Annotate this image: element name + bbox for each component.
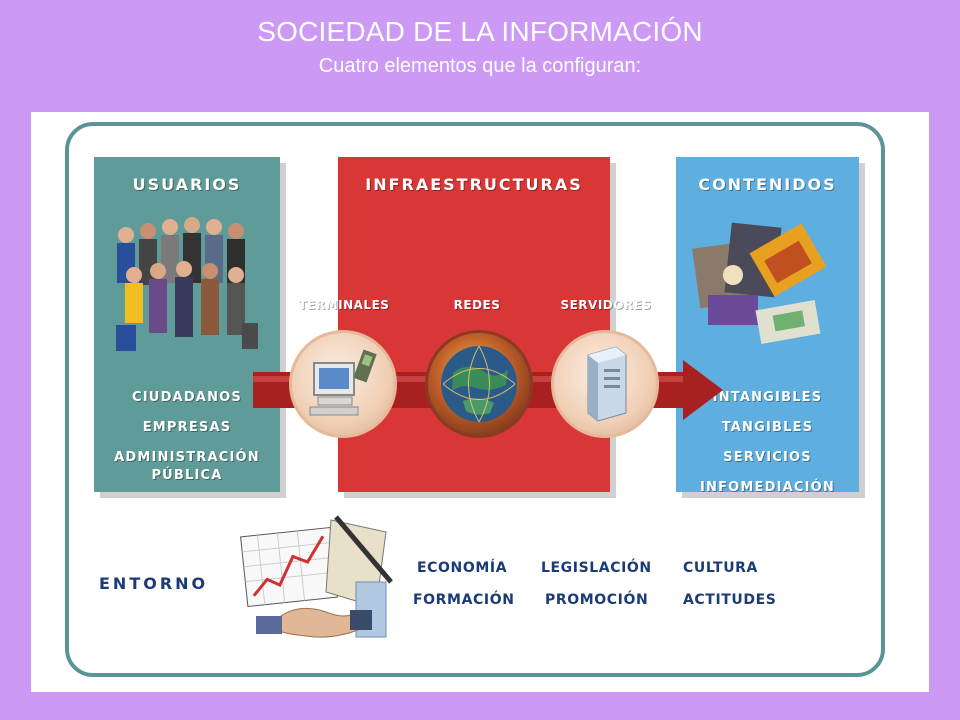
- contents-item-infomediation: INFOMEDIACIÓN: [699, 480, 836, 495]
- slide-title: SOCIEDAD DE LA INFORMACIÓN: [257, 16, 703, 47]
- environment-item-promotion: PROMOCIÓN: [545, 592, 649, 608]
- component-label-networks: REDES: [453, 298, 501, 312]
- slide-subtitle: Cuatro elementos que la configuran:: [318, 55, 642, 77]
- contents-item-services: SERVICIOS: [723, 450, 812, 465]
- component-label-servers: SERVIDORES: [560, 298, 652, 312]
- networks-globe: [425, 330, 533, 438]
- environment-item-culture: CULTURA: [683, 560, 758, 576]
- environment-item-attitudes: ACTITUDES: [683, 592, 777, 608]
- servers-circle: [551, 330, 659, 438]
- environment-item-training: FORMACIÓN: [413, 592, 515, 608]
- component-label-terminals: TERMINALES: [298, 298, 390, 312]
- environment-item-legislation: LEGISLACIÓN: [541, 560, 652, 576]
- contents-item-intangibles: INTANGIBLES: [712, 390, 823, 405]
- contents-item-tangibles: TANGIBLES: [721, 420, 814, 435]
- environment-item-economy: ECONOMÍA: [417, 560, 508, 576]
- diagram-figure: USUARIOS CIUDADANOS EMPRESAS ADMINISTRAC…: [31, 112, 929, 692]
- users-item-administration: ADMINISTRACIÓN: [114, 450, 260, 465]
- server-icon: [587, 346, 627, 422]
- terminals-circle: [289, 330, 397, 438]
- contents-list: INTANGIBLES TANGIBLES SERVICIOS INFOMEDI…: [676, 389, 859, 497]
- environment-title: ENTORNO: [99, 574, 209, 593]
- users-panel: USUARIOS CIUDADANOS EMPRESAS ADMINISTRAC…: [94, 157, 280, 492]
- users-item-companies: EMPRESAS: [142, 420, 232, 435]
- infrastructure-title: INFRAESTRUCTURAS: [365, 175, 583, 194]
- people-illustration: [116, 217, 258, 351]
- contents-collage-illustration: [692, 222, 827, 344]
- contents-title: CONTENIDOS: [698, 175, 837, 194]
- globe-icon: [441, 345, 517, 423]
- users-list: CIUDADANOS EMPRESAS ADMINISTRACIÓN PÚBLI…: [94, 389, 280, 485]
- users-title: USUARIOS: [132, 175, 242, 194]
- contents-panel: CONTENIDOS INTANGIBLES TANGIBLES SERVICI…: [676, 157, 859, 495]
- environment-illustration: [240, 515, 393, 638]
- infrastructure-panel: INFRAESTRUCTURAS: [338, 157, 610, 492]
- users-item-citizens: CIUDADANOS: [132, 390, 242, 405]
- users-item-public: PÚBLICA: [151, 468, 223, 483]
- computer-icon: [309, 349, 377, 416]
